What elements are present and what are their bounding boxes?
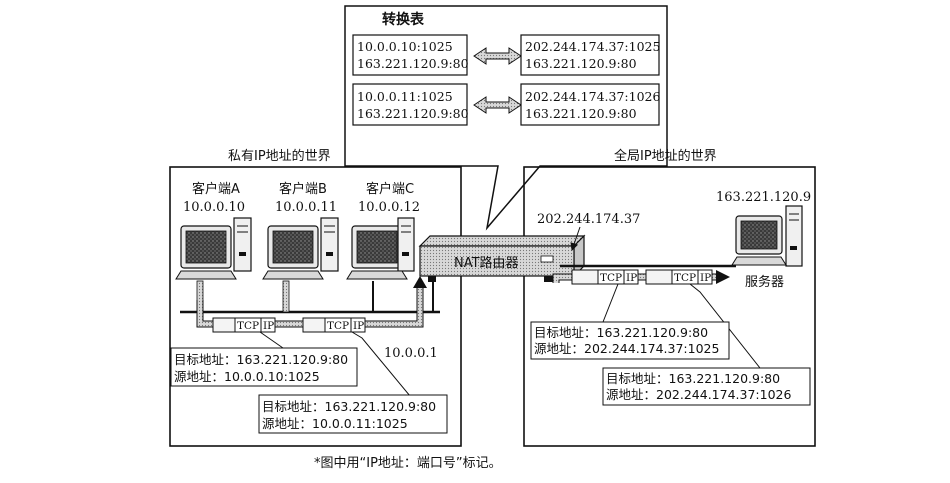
packet-global-a-pointer xyxy=(602,283,619,323)
client-b-name: 客户端B xyxy=(279,181,327,197)
packet-b-ip-label: IP xyxy=(353,320,364,332)
global-world-title: 全局IP地址的世界 xyxy=(614,148,717,164)
info-private-a-src: 源地址：10.0.0.10:1025 xyxy=(174,369,320,384)
table-row2-private-box xyxy=(352,83,468,126)
packet-global-a-tcp-label: TCP xyxy=(600,272,622,284)
client-c-name: 客户端C xyxy=(366,181,414,197)
server-ip: 163.221.120.9 xyxy=(716,190,811,205)
table-row1-private-box xyxy=(352,34,468,76)
packet-b-pointer xyxy=(351,331,447,397)
table-row2-global-box xyxy=(520,83,660,126)
info-global-b-box xyxy=(602,367,811,406)
footnote: *图中用“IP地址：端口号”标记。 xyxy=(314,456,502,471)
info-private-a-box xyxy=(170,347,358,387)
client-a-computer-icon xyxy=(175,217,252,280)
info-private-b-dest: 目标地址：163.221.120.9:80 xyxy=(262,399,436,414)
client-a-ip: 10.0.0.10 xyxy=(183,200,245,215)
info-global-a-box xyxy=(530,321,730,360)
table-row1-global-box xyxy=(520,34,660,76)
info-global-a-dest: 目标地址：163.221.120.9:80 xyxy=(534,325,708,340)
packet-global-b: TCP IP xyxy=(645,269,713,285)
row2-private-dest: 10.0.0.11:1025 xyxy=(357,89,453,104)
row1-private-dest: 10.0.0.10:1025 xyxy=(357,39,453,54)
info-private-b-box xyxy=(258,394,448,434)
info-private-b-src: 源地址：10.0.0.11:1025 xyxy=(262,416,408,431)
server-computer-icon xyxy=(731,205,803,267)
packet-a-ip-label: IP xyxy=(263,320,274,332)
packet-global-a: TCP IP xyxy=(571,269,639,285)
row2-global-dest: 202.244.174.37:1026 xyxy=(525,89,660,104)
packet-b-tcp-label: TCP xyxy=(327,320,349,332)
client-b-cable xyxy=(282,280,290,313)
packet-global-b-ip-label: IP xyxy=(700,272,711,284)
client-c-computer-icon xyxy=(346,217,415,280)
packet-a-pointer xyxy=(259,331,284,349)
packet-client-b: TCP IP xyxy=(302,317,366,333)
private-world-title: 私有IP地址的世界 xyxy=(228,148,331,164)
row1-global-src: 163.221.120.9:80 xyxy=(525,56,637,71)
row2-private-src: 163.221.120.9:80 xyxy=(357,106,469,121)
global-world-frame xyxy=(523,166,816,447)
row1-private-src: 163.221.120.9:80 xyxy=(357,56,469,71)
nat-table-title: 转换表 xyxy=(382,11,425,28)
packet-client-a: TCP IP xyxy=(212,317,276,333)
router-outer-ip: 202.244.174.37 xyxy=(537,212,640,227)
packet-path-private xyxy=(196,276,427,328)
private-world-frame xyxy=(169,166,462,447)
nat-table-callout: 转换表 10.0.0.10:1025 163.221.120.9:80 202.… xyxy=(344,5,668,231)
row1-global-dest: 202.244.174.37:1025 xyxy=(525,39,660,54)
client-b-computer-icon xyxy=(262,217,339,280)
row2-global-src: 163.221.120.9:80 xyxy=(525,106,637,121)
nat-router-label: NAT路由器 xyxy=(454,255,519,271)
client-c-ip: 10.0.0.12 xyxy=(358,200,420,215)
router-inner-ip: 10.0.0.1 xyxy=(384,346,438,361)
info-private-a-dest: 目标地址：163.221.120.9:80 xyxy=(174,352,348,367)
info-global-a-src: 源地址：202.244.174.37:1025 xyxy=(534,341,719,356)
info-global-b-dest: 目标地址：163.221.120.9:80 xyxy=(606,371,780,386)
client-b-ip: 10.0.0.11 xyxy=(275,200,337,215)
packet-global-b-tcp-label: TCP xyxy=(674,272,696,284)
server-label: 服务器 xyxy=(745,274,784,290)
router-outer-ip-pointer xyxy=(570,226,581,251)
info-global-b-src: 源地址：202.244.174.37:1026 xyxy=(606,387,791,402)
packet-global-a-ip-label: IP xyxy=(626,272,637,284)
client-a-name: 客户端A xyxy=(192,181,240,197)
packet-a-tcp-label: TCP xyxy=(237,320,259,332)
